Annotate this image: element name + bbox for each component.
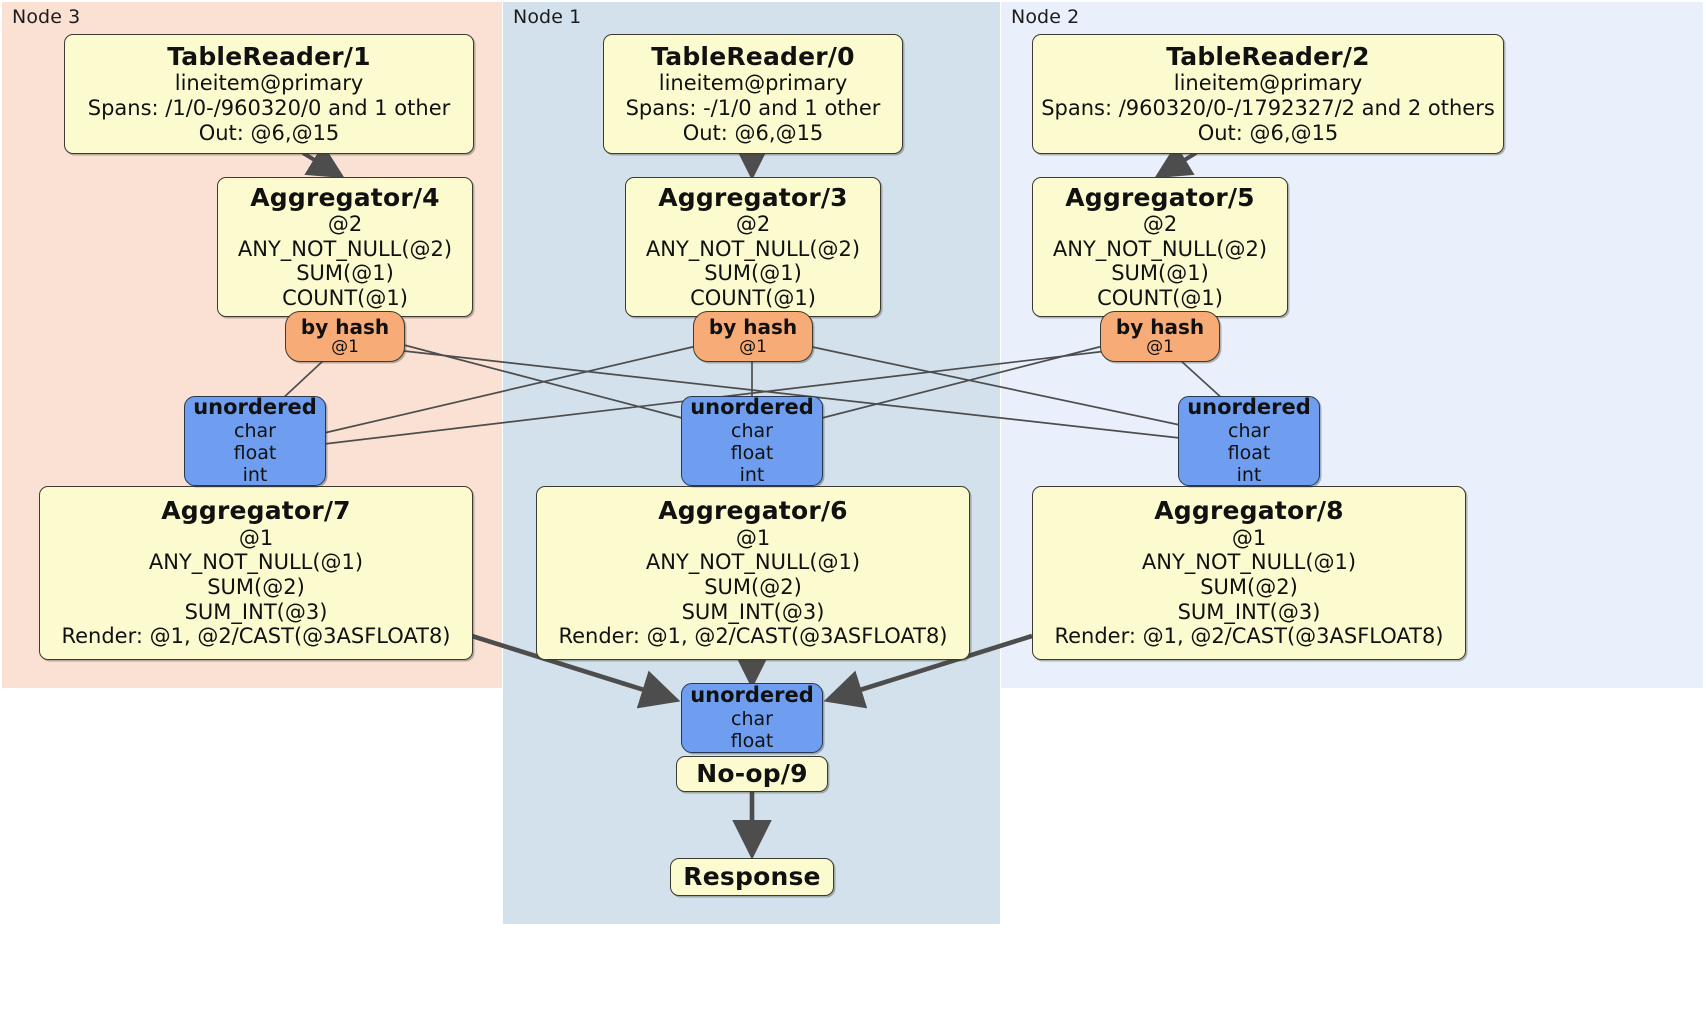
processor-line: @1 xyxy=(238,525,274,550)
receiver-line: char xyxy=(1228,419,1270,442)
processor-title: Response xyxy=(683,861,821,891)
processor-line: SUM_INT(@3) xyxy=(1177,599,1321,624)
processor-aggregator-3[interactable]: Aggregator/3 @2 ANY_NOT_NULL(@2) SUM(@1)… xyxy=(625,177,881,317)
processor-line: ANY_NOT_NULL(@2) xyxy=(237,236,453,261)
processor-line: ANY_NOT_NULL(@1) xyxy=(645,550,861,575)
receiver-line: float xyxy=(730,441,774,464)
processor-title: TableReader/2 xyxy=(1166,41,1370,71)
processor-title: Aggregator/4 xyxy=(250,182,440,212)
receiver-unordered-left[interactable]: unordered char float int xyxy=(184,396,326,486)
processor-line: SUM_INT(@3) xyxy=(681,599,825,624)
receiver-unordered-center[interactable]: unordered char float int xyxy=(681,396,823,486)
receiver-line: int xyxy=(739,463,765,486)
router-by-hash-right[interactable]: by hash @1 xyxy=(1100,311,1220,362)
receiver-title: unordered xyxy=(690,683,814,708)
processor-response[interactable]: Response xyxy=(670,858,834,896)
processor-line: lineitem@primary xyxy=(658,71,848,96)
processor-line: COUNT(@1) xyxy=(282,285,408,310)
panel-node-2-label: Node 2 xyxy=(1011,6,1080,28)
router-title: by hash xyxy=(1115,314,1205,339)
processor-line: @2 xyxy=(735,212,771,237)
processor-line: ANY_NOT_NULL(@2) xyxy=(1052,236,1268,261)
processor-aggregator-5[interactable]: Aggregator/5 @2 ANY_NOT_NULL(@2) SUM(@1)… xyxy=(1032,177,1288,317)
processor-line: ANY_NOT_NULL(@1) xyxy=(148,550,364,575)
processor-line: SUM(@1) xyxy=(704,261,802,286)
processor-line: SUM_INT(@3) xyxy=(184,599,328,624)
processor-line: SUM(@2) xyxy=(704,574,802,599)
processor-line: COUNT(@1) xyxy=(1097,285,1223,310)
processor-line: SUM(@2) xyxy=(207,574,305,599)
processor-tablereader-1[interactable]: TableReader/1 lineitem@primary Spans: /1… xyxy=(64,34,474,154)
processor-aggregator-7[interactable]: Aggregator/7 @1 ANY_NOT_NULL(@1) SUM(@2)… xyxy=(39,486,473,660)
processor-no-op-9[interactable]: No-op/9 xyxy=(676,756,828,792)
processor-line: Render: @1, @2/CAST(@3ASFLOAT8) xyxy=(1054,624,1444,649)
processor-title: TableReader/0 xyxy=(651,41,855,71)
receiver-title: unordered xyxy=(193,395,317,420)
processor-line: Render: @1, @2/CAST(@3ASFLOAT8) xyxy=(558,624,948,649)
processor-title: Aggregator/6 xyxy=(658,496,848,526)
processor-line: Out: @6,@15 xyxy=(682,120,824,145)
processor-line: @1 xyxy=(735,525,771,550)
processor-line: @2 xyxy=(327,212,363,237)
router-by-hash-left[interactable]: by hash @1 xyxy=(285,311,405,362)
receiver-line: char xyxy=(731,419,773,442)
router-line: @1 xyxy=(331,336,359,357)
processor-title: Aggregator/3 xyxy=(658,182,848,212)
receiver-line: char xyxy=(234,419,276,442)
receiver-line: float xyxy=(1227,441,1271,464)
processor-line: SUM(@2) xyxy=(1200,574,1298,599)
receiver-line: char xyxy=(731,707,773,730)
processor-title: Aggregator/7 xyxy=(161,496,351,526)
processor-line: ANY_NOT_NULL(@2) xyxy=(645,236,861,261)
processor-line: @2 xyxy=(1142,212,1178,237)
processor-line: Out: @6,@15 xyxy=(1197,120,1339,145)
processor-line: Spans: -/1/0 and 1 other xyxy=(625,95,881,120)
processor-title: No-op/9 xyxy=(696,758,808,788)
receiver-title: unordered xyxy=(690,395,814,420)
processor-title: TableReader/1 xyxy=(167,41,371,71)
processor-line: lineitem@primary xyxy=(174,71,364,96)
processor-line: Out: @6,@15 xyxy=(198,120,340,145)
receiver-line: int xyxy=(242,463,268,486)
router-by-hash-center[interactable]: by hash @1 xyxy=(693,311,813,362)
processor-tablereader-2[interactable]: TableReader/2 lineitem@primary Spans: /9… xyxy=(1032,34,1504,154)
router-line: @1 xyxy=(739,336,767,357)
processor-tablereader-0[interactable]: TableReader/0 lineitem@primary Spans: -/… xyxy=(603,34,903,154)
processor-aggregator-4[interactable]: Aggregator/4 @2 ANY_NOT_NULL(@2) SUM(@1)… xyxy=(217,177,473,317)
processor-title: Aggregator/8 xyxy=(1154,496,1344,526)
processor-aggregator-6[interactable]: Aggregator/6 @1 ANY_NOT_NULL(@1) SUM(@2)… xyxy=(536,486,970,660)
panel-node-1-label: Node 1 xyxy=(513,6,582,28)
panel-node-3-label: Node 3 xyxy=(12,6,81,28)
receiver-unordered-final[interactable]: unordered char float xyxy=(681,683,823,753)
receiver-unordered-right[interactable]: unordered char float int xyxy=(1178,396,1320,486)
processor-line: Spans: /960320/0-/1792327/2 and 2 others xyxy=(1041,95,1495,120)
processor-title: Aggregator/5 xyxy=(1065,182,1255,212)
processor-line: SUM(@1) xyxy=(296,261,394,286)
receiver-line: int xyxy=(1236,463,1262,486)
receiver-title: unordered xyxy=(1187,395,1311,420)
processor-aggregator-8[interactable]: Aggregator/8 @1 ANY_NOT_NULL(@1) SUM(@2)… xyxy=(1032,486,1466,660)
processor-line: COUNT(@1) xyxy=(690,285,816,310)
router-title: by hash xyxy=(300,314,390,339)
receiver-line: float xyxy=(233,441,277,464)
receiver-line: float xyxy=(730,729,774,752)
processor-line: Render: @1, @2/CAST(@3ASFLOAT8) xyxy=(61,624,451,649)
processor-line: lineitem@primary xyxy=(1173,71,1363,96)
processor-line: Spans: /1/0-/960320/0 and 1 other xyxy=(87,95,451,120)
processor-line: SUM(@1) xyxy=(1111,261,1209,286)
processor-line: ANY_NOT_NULL(@1) xyxy=(1141,550,1357,575)
router-line: @1 xyxy=(1146,336,1174,357)
router-title: by hash xyxy=(708,314,798,339)
processor-line: @1 xyxy=(1231,525,1267,550)
